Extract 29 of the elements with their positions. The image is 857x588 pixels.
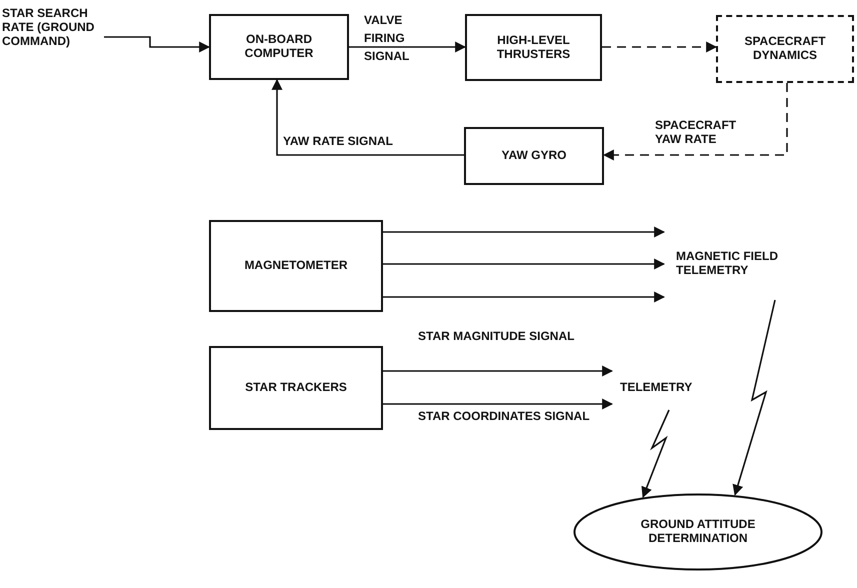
node-label: ON-BOARD COMPUTER — [244, 33, 314, 61]
arrow — [383, 258, 666, 270]
process-box — [464, 127, 604, 185]
node-label: STAR TRACKERS — [245, 381, 347, 395]
node-label: HIGH-LEVEL THRUSTERS — [496, 34, 572, 62]
node-label: GROUND ATTITUDE DETERMINATION — [640, 518, 756, 546]
edge-label: VALVE FIRING SIGNAL — [364, 12, 410, 65]
arrow — [383, 366, 614, 376]
arrow — [602, 83, 788, 160]
arrow — [349, 42, 466, 52]
process-box — [209, 220, 383, 312]
node-label: STAR SEARCH RATE (GROUND COMMAND) — [2, 7, 96, 49]
process-box — [716, 15, 854, 83]
node-label: TELEMETRY — [620, 381, 692, 395]
arrow — [732, 300, 776, 496]
node-label: MAGNETIC FIELD TELEMETRY — [676, 250, 779, 278]
node-label: YAW GYRO — [502, 149, 566, 163]
node-label: MAGNETOMETER — [244, 259, 348, 273]
node-label: SPACECRAFT DYNAMICS — [743, 35, 827, 63]
process-box — [465, 14, 602, 81]
arrow — [104, 36, 210, 52]
arrow — [383, 226, 666, 238]
arrow — [383, 292, 666, 302]
arrow — [383, 398, 614, 410]
process-box — [209, 346, 383, 430]
arrow — [602, 42, 718, 52]
arrow — [641, 410, 670, 498]
arrow — [272, 78, 464, 156]
process-box — [209, 14, 349, 80]
